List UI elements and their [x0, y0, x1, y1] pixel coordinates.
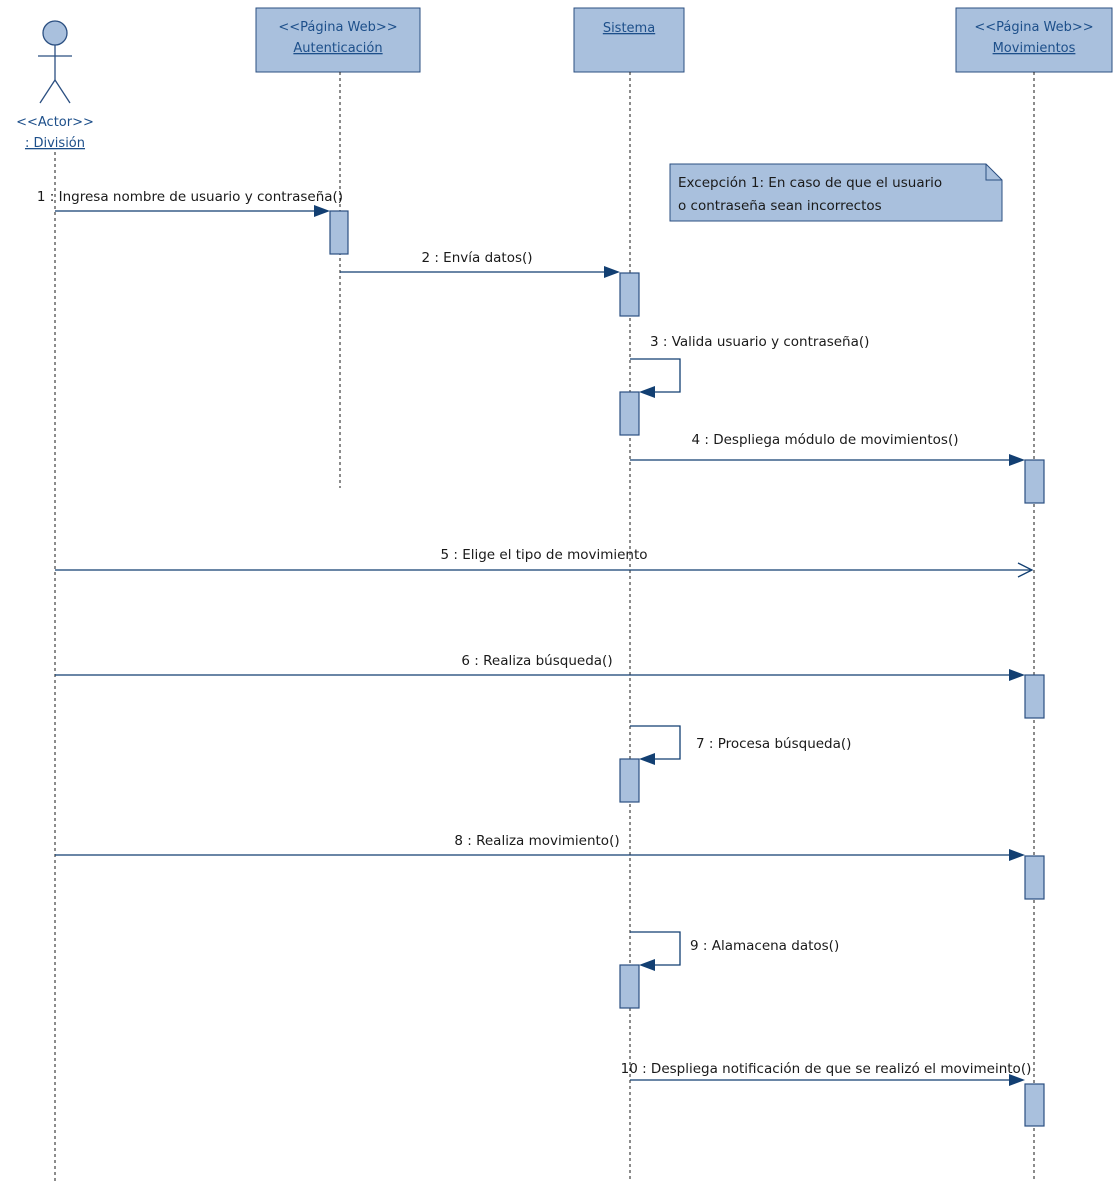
activation-movimientos-2: [1024, 674, 1045, 719]
activation-movimientos-3: [1024, 855, 1045, 900]
actor-icon: [38, 20, 72, 104]
message-9-label: 9 : Alamacena datos(): [690, 938, 839, 954]
message-3-arrow: [630, 358, 681, 393]
activation-sistema-2: [619, 391, 640, 436]
activation-sistema-3: [619, 758, 640, 803]
message-9-arrow: [630, 931, 681, 966]
message-6-label: 6 : Realiza búsqueda(): [461, 653, 612, 669]
note-line-1: Excepción 1: En caso de que el usuario: [678, 175, 942, 191]
activation-autenticacion: [329, 210, 349, 255]
message-10-label: 10 : Despliega notificación de que se re…: [621, 1061, 1032, 1077]
message-1-label: 1 : Ingresa nombre de usuario y contrase…: [37, 189, 343, 205]
activation-movimientos-4: [1024, 1083, 1045, 1127]
actor-stereotype: <<Actor>>: [16, 115, 94, 130]
activation-movimientos-1: [1024, 459, 1045, 504]
exception-note: Excepción 1: En caso de que el usuario o…: [669, 163, 1003, 222]
message-7-arrow: [630, 725, 681, 760]
participant-box-movimientos: [955, 7, 1113, 73]
participant-box-sistema: [573, 7, 685, 73]
activation-sistema-1: [619, 272, 640, 317]
message-3-label: 3 : Valida usuario y contraseña(): [650, 334, 869, 350]
participant-name-movimientos: Movimientos: [993, 41, 1076, 56]
participant-name-sistema: Sistema: [603, 21, 655, 36]
note-line-2: o contraseña sean incorrectos: [678, 198, 882, 214]
participant-stereotype-autenticacion: <<Página Web>>: [278, 20, 397, 35]
message-2-label: 2 : Envía datos(): [421, 250, 532, 266]
message-8-label: 8 : Realiza movimiento(): [454, 833, 619, 849]
participant-stereotype-movimientos: <<Página Web>>: [974, 20, 1093, 35]
participant-name-autenticacion: Autenticación: [293, 41, 382, 56]
participant-box-autenticacion: [255, 7, 421, 73]
message-5-label: 5 : Elige el tipo de movimiento: [440, 547, 647, 563]
activation-sistema-4: [619, 964, 640, 1009]
message-4-label: 4 : Despliega módulo de movimientos(): [691, 432, 958, 448]
actor-name: : División: [25, 136, 85, 151]
message-7-label: 7 : Procesa búsqueda(): [696, 736, 851, 752]
